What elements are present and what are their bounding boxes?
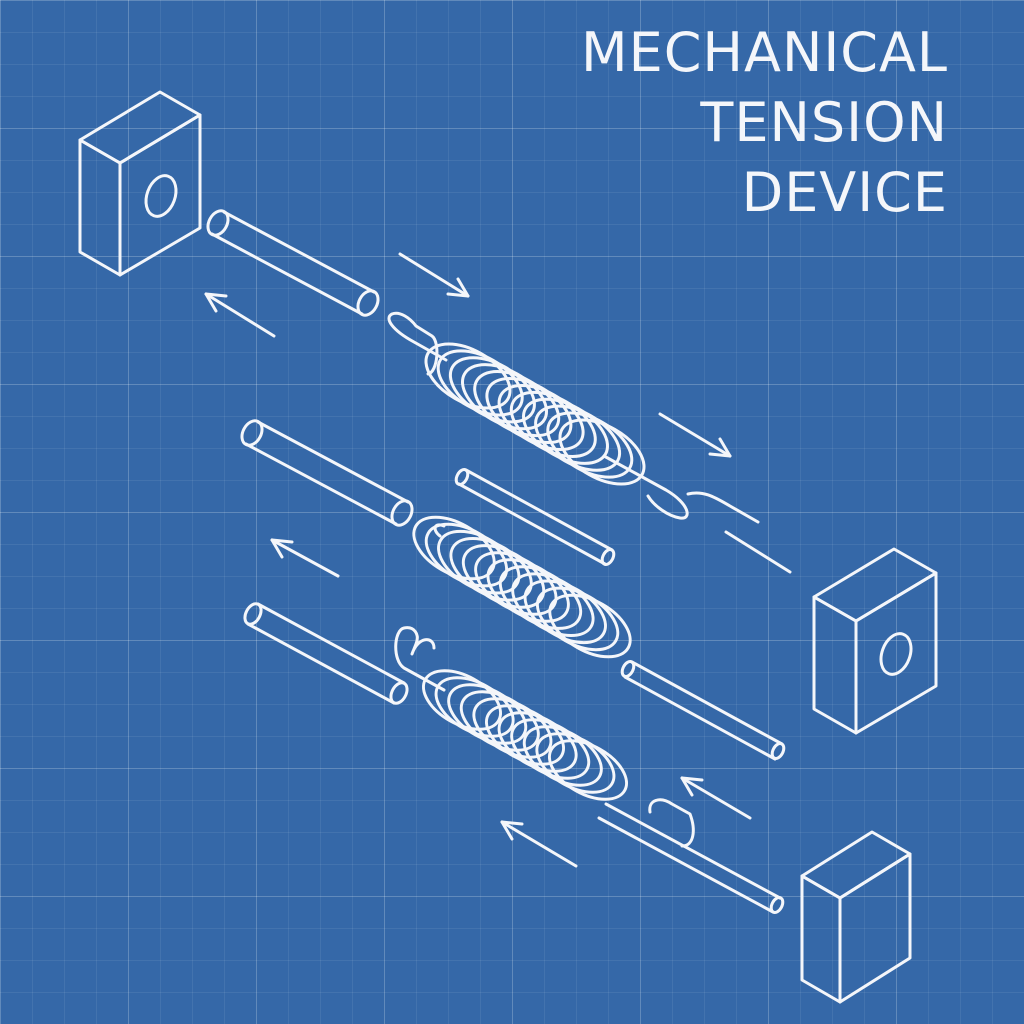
spring-coils (424, 342, 646, 486)
pin-rod-5 (620, 660, 786, 761)
title-line-3: DEVICE (741, 161, 948, 224)
spring-coil (509, 390, 597, 458)
tension-spring-1 (387, 311, 760, 524)
spring-coil (473, 370, 561, 438)
tension-spring-3 (394, 626, 695, 848)
title-line-1: MECHANICAL (580, 21, 948, 84)
spring-coil (534, 404, 622, 472)
spring-coil (548, 593, 632, 659)
arrow-left-3 (680, 776, 752, 820)
spring-coil (546, 411, 634, 479)
spring-coil (448, 356, 536, 424)
spring-coils (412, 515, 632, 659)
spring-hook-left (387, 311, 448, 376)
anchor-block-bottom-right (800, 830, 912, 1004)
spring-coil (521, 397, 610, 465)
pin-rod-4 (454, 468, 616, 566)
spring-hook-right (648, 798, 695, 848)
arrow-left-1 (204, 292, 276, 338)
spring-coil (436, 349, 524, 417)
spring-coil (460, 363, 549, 431)
spring-coil (424, 342, 512, 410)
spring-coil (547, 739, 629, 801)
spring-hook-left (433, 523, 446, 538)
tension-spring-2 (412, 515, 632, 659)
diagram-title: MECHANICAL TENSION DEVICE (581, 18, 948, 228)
anchor-block-middle-right (812, 547, 938, 735)
spring-hook-right (602, 454, 689, 520)
arrow-left-4 (500, 820, 578, 868)
spring-wire-tail (686, 491, 760, 524)
anchor-block-top-left (78, 90, 202, 277)
pin-rod-2 (240, 419, 414, 527)
arrow-left-2 (270, 538, 340, 578)
guide-line-right (724, 530, 792, 574)
arrow-right-2 (658, 412, 732, 458)
pin-rod-3 (243, 602, 409, 705)
title-line-2: TENSION (700, 91, 948, 154)
spring-coil (485, 376, 573, 445)
spring-coils (421, 669, 629, 801)
spring-coil (558, 418, 646, 486)
spring-hook-left (394, 626, 446, 692)
arrow-right-1 (398, 252, 470, 298)
pin-rod-6 (597, 802, 785, 914)
spring-coil (497, 383, 585, 452)
pin-rod-1 (206, 209, 380, 317)
